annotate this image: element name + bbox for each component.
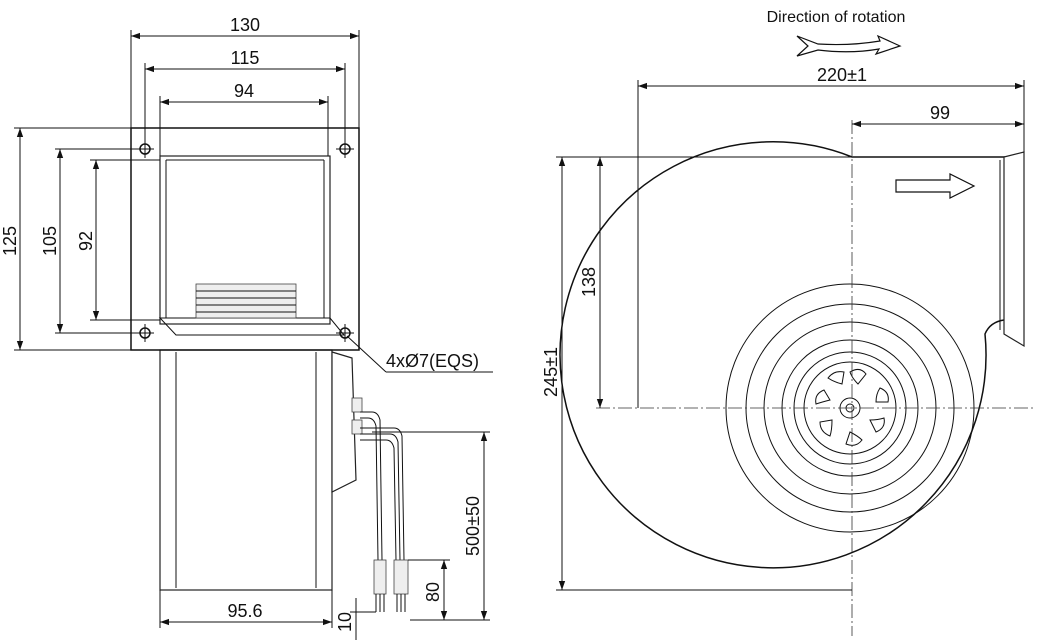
cable-gland-2	[351, 419, 363, 435]
dim-width-holes: 115	[231, 48, 260, 68]
dim-wire-end: 10	[335, 612, 355, 632]
rotation-label: Direction of rotation	[767, 9, 906, 26]
dim-strip-length: 80	[423, 582, 443, 602]
hole-callout: 4xØ7(EQS)	[386, 351, 479, 371]
dim-height-outer: 125	[0, 226, 20, 256]
side-view: 130 115 94 125 105 92 4xØ7(EQS)	[0, 15, 493, 640]
dim-axis-to-outlet: 99	[930, 103, 950, 123]
dim-height-holes: 105	[40, 226, 60, 256]
dim-width-outlet: 94	[234, 81, 254, 101]
dim-width-outer: 130	[230, 15, 260, 35]
dim-outlet-height: 138	[579, 267, 599, 297]
outlet-flange	[1003, 151, 1025, 348]
mounting-holes	[136, 140, 354, 342]
cables	[360, 411, 409, 612]
motor-cap	[331, 351, 357, 493]
dim-cable-length: 500±50	[463, 496, 483, 556]
dim-height-outlet: 92	[76, 231, 96, 251]
dim-body-width: 95.6	[227, 601, 262, 621]
front-view: Direction of rotation	[541, 9, 1034, 636]
cable-gland-1	[351, 397, 363, 413]
hole-callout-leader	[346, 335, 387, 373]
motor-body	[159, 349, 333, 591]
scroll-housing	[559, 141, 1024, 569]
impeller-blades	[815, 368, 889, 446]
rotation-arrow-icon	[796, 34, 902, 57]
flow-arrow-icon	[895, 173, 976, 199]
flange-plate	[130, 127, 360, 351]
fan-slats	[195, 283, 297, 319]
dim-total-height: 245±1	[541, 347, 561, 397]
dim-total-width: 220±1	[817, 65, 867, 85]
